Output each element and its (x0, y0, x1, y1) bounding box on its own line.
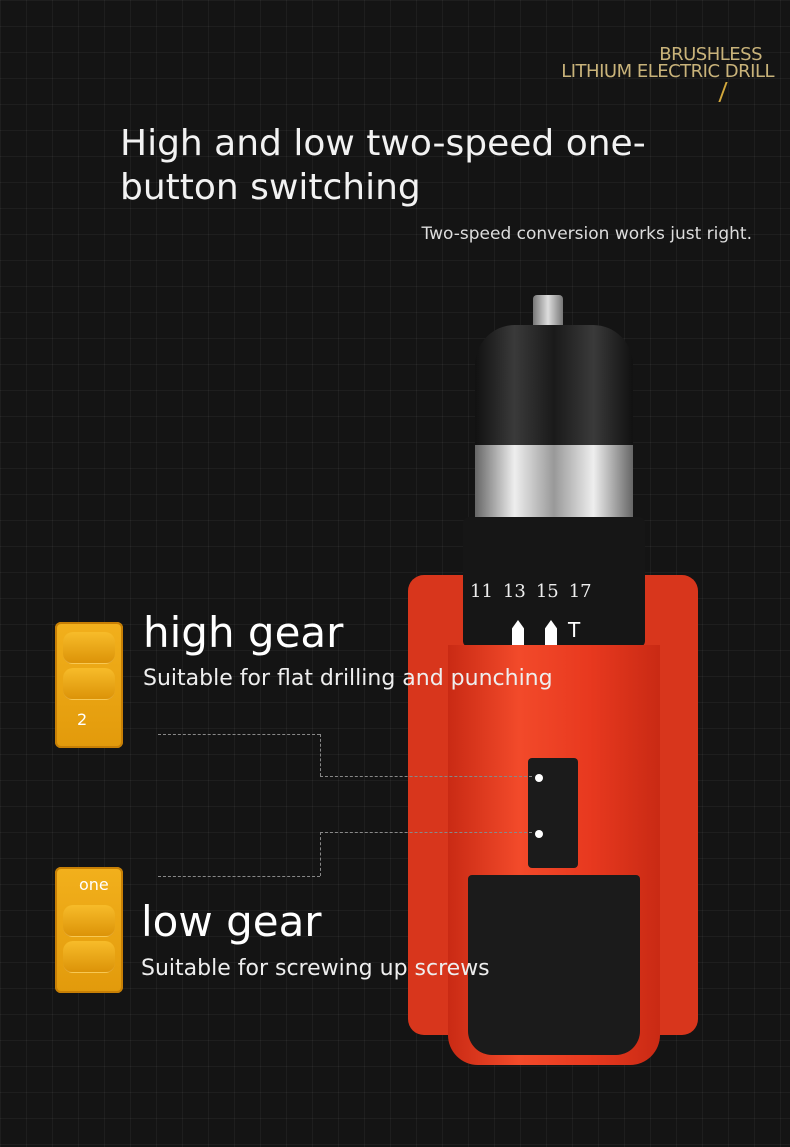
chuck-ring (475, 445, 633, 517)
torque-mark: 11 (470, 581, 493, 602)
high-gear-switch-icon: 2 (55, 622, 123, 748)
battery-pack (468, 875, 640, 1055)
mode-label: T (568, 618, 581, 642)
torque-scale: 11 13 15 17 (470, 581, 640, 602)
low-gear-title: low gear (141, 897, 322, 946)
page-title: High and low two-speed one-button switch… (120, 123, 646, 208)
switch-label: 2 (77, 710, 88, 729)
drill-mode-icon (512, 620, 524, 648)
chuck (475, 325, 633, 450)
screw-mode-icon (545, 620, 557, 648)
drill-illustration: 11 13 15 17 T (408, 295, 698, 1075)
low-gear-switch-icon: one (55, 867, 123, 993)
brand-line-2: LITHIUM ELECTRIC DRILL (561, 61, 774, 82)
torque-mark: 17 (568, 581, 592, 602)
high-gear-title: high gear (143, 608, 344, 657)
torque-mark: 15 (535, 581, 559, 602)
leader-line-low (320, 832, 532, 833)
accent-slash (718, 82, 728, 102)
subtitle: Two-speed conversion works just right. (421, 224, 752, 244)
brand-line-1: BRUSHLESS (659, 44, 762, 65)
switch-label: one (79, 875, 109, 894)
low-gear-description: Suitable for screwing up screws (141, 956, 490, 981)
high-gear-description: Suitable for flat drilling and punching (143, 666, 553, 691)
gear-switch[interactable] (528, 758, 578, 868)
leader-line-high (158, 734, 320, 735)
torque-mark: 13 (502, 581, 526, 602)
